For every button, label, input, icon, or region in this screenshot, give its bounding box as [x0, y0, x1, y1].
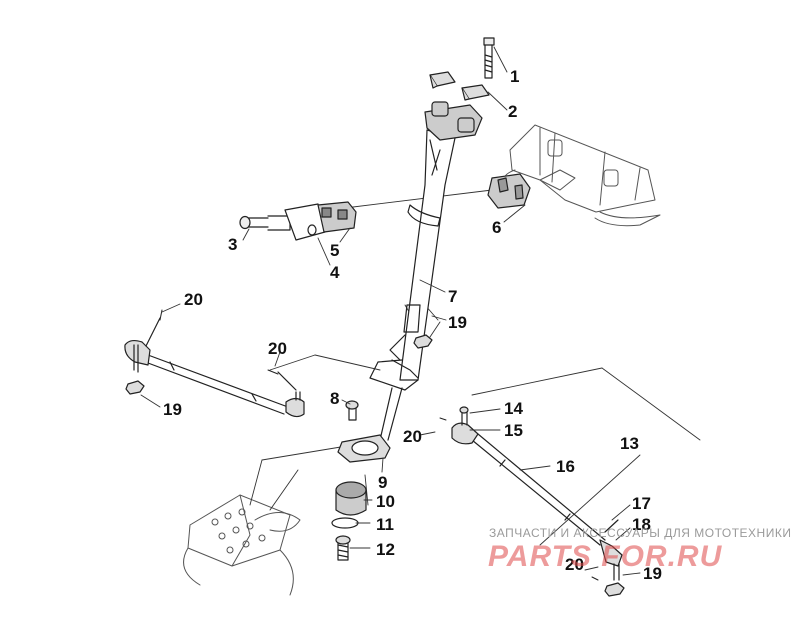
callout-4: 4	[330, 263, 340, 282]
nut-19-column	[413, 334, 433, 349]
callout-20-bottom: 20	[565, 555, 584, 574]
callout-11: 11	[376, 515, 394, 534]
callout-leaders	[140, 46, 641, 576]
bolt-1	[483, 37, 495, 79]
cotter-pins	[159, 309, 599, 581]
callout-16: 16	[556, 457, 575, 476]
callout-20-middle: 20	[268, 339, 287, 358]
callout-7: 7	[448, 287, 457, 306]
tie-rod-left	[124, 317, 305, 418]
callout-20-left: 20	[184, 290, 203, 309]
callout-13: 13	[620, 434, 639, 453]
bolt-12	[335, 535, 351, 561]
frame-bracket-left	[183, 494, 301, 596]
callout-15: 15	[504, 421, 523, 440]
callout-18: 18	[632, 515, 651, 534]
callout-9: 9	[378, 473, 387, 492]
washer-11	[331, 517, 359, 529]
callout-8: 8	[330, 389, 339, 408]
bracket-4	[284, 203, 326, 241]
callout-2: 2	[508, 102, 517, 121]
callout-6: 6	[492, 218, 501, 237]
bushing-6	[487, 173, 531, 209]
callout-19-left: 19	[163, 400, 182, 419]
callout-20-right: 20	[403, 427, 422, 446]
callout-19-column: 19	[448, 313, 467, 332]
upper-clamp-top	[429, 71, 490, 101]
callout-17: 17	[632, 494, 651, 513]
watermark-tagline: ЗАПЧАСТИ И АКСЕССУАРЫ ДЛЯ МОТОТЕХНИКИ	[489, 526, 792, 540]
tie-rod-right	[451, 406, 623, 581]
plate-9	[337, 434, 391, 463]
bolt-3	[239, 215, 291, 231]
callout-3: 3	[228, 235, 237, 254]
callout-5: 5	[330, 241, 339, 260]
bolt-8	[345, 400, 359, 421]
watermark-logo: PARTS FOR.RU	[488, 540, 723, 573]
callout-10: 10	[376, 492, 395, 511]
nut-19-left	[125, 380, 145, 395]
callout-labels: 1 2 3 4 5 6 7 8 9 10 11 12 13 14 15 16 1…	[163, 67, 662, 583]
callout-1: 1	[510, 67, 519, 86]
upper-clamp-bottom	[424, 101, 483, 141]
bushing-10	[335, 481, 367, 516]
frame-bracket-right	[503, 124, 661, 227]
leader-lines	[249, 189, 701, 546]
callout-12: 12	[376, 540, 395, 559]
steering-column	[369, 129, 456, 441]
callout-19-right: 19	[643, 564, 662, 583]
callout-14: 14	[504, 399, 523, 418]
bushing-5	[317, 201, 357, 233]
nut-19-right	[604, 582, 625, 597]
